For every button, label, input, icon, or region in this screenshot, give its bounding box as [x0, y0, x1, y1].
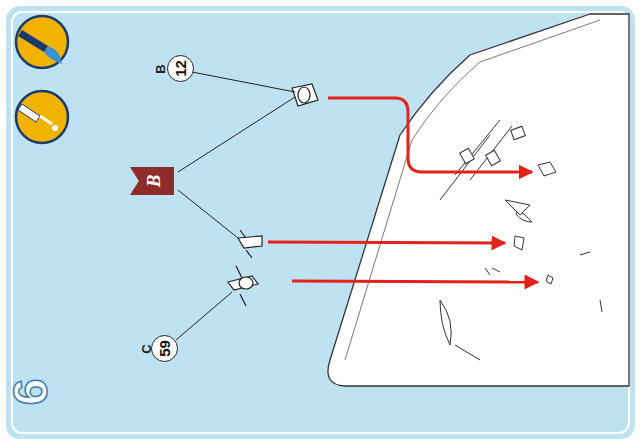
hull-details	[440, 120, 602, 360]
callout-text: 12	[172, 60, 189, 77]
glue-icon	[16, 91, 68, 143]
sprue-letter: B	[153, 64, 168, 73]
paint-icon	[16, 16, 68, 68]
placement-arrows	[268, 98, 538, 282]
callout-number: 59	[151, 335, 178, 362]
hull-edge	[345, 20, 600, 360]
callout-number: 12	[167, 55, 194, 82]
panel-border	[12, 12, 629, 433]
panel	[6, 6, 635, 439]
callout-text: 59	[156, 340, 173, 357]
hull	[328, 14, 629, 386]
flag-letter: B	[144, 175, 166, 188]
parts	[228, 84, 318, 306]
leader-lines	[176, 72, 295, 340]
step-number: 6	[3, 379, 58, 406]
sprue-flag: B	[130, 167, 174, 195]
sprue-letter: C	[139, 344, 154, 353]
